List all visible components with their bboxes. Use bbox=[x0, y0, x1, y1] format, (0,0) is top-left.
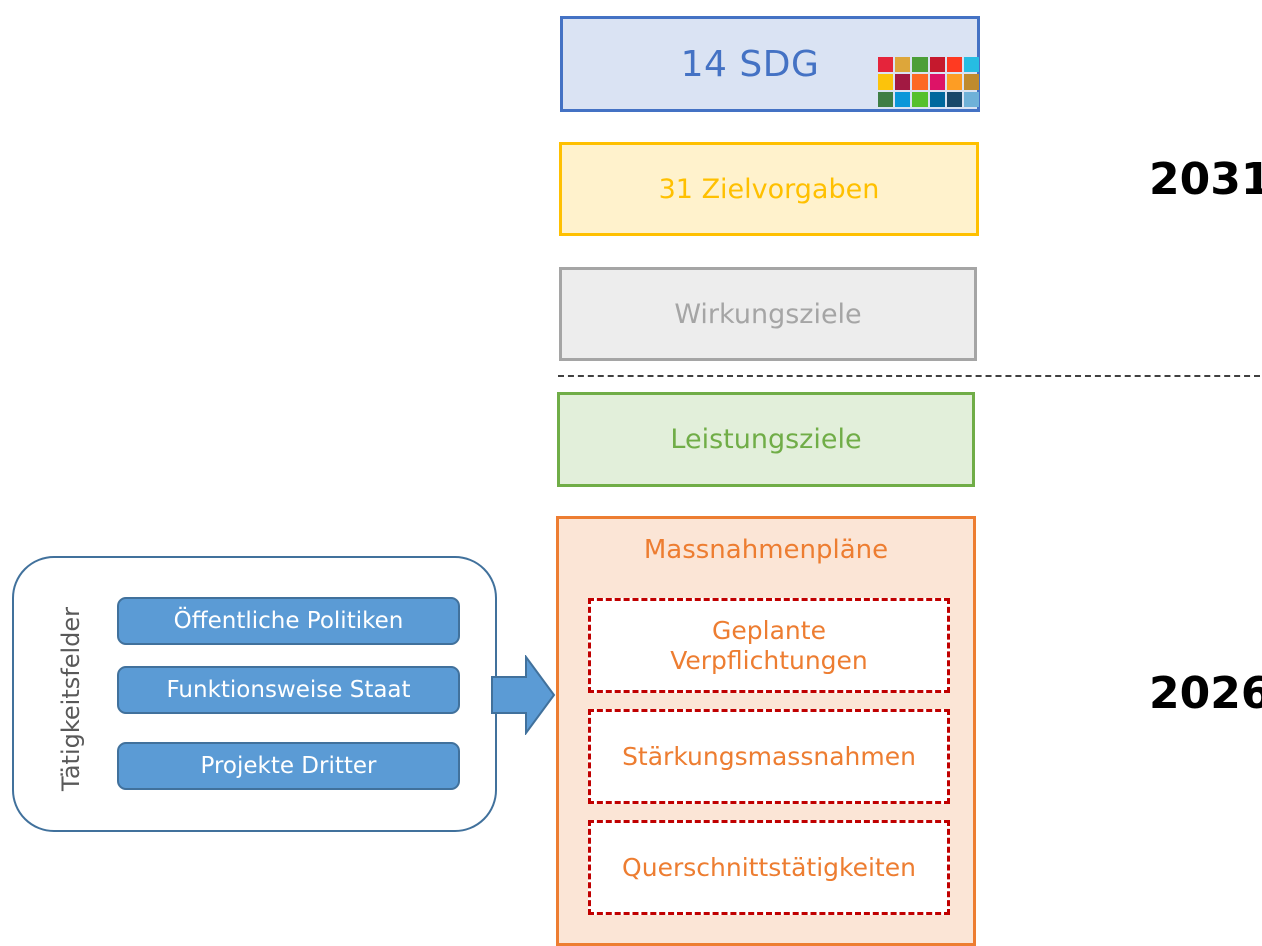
sdg-tile-icon bbox=[878, 91, 894, 107]
sdg-tile-icon bbox=[878, 74, 894, 90]
staerkungsmassnahmen-box: Stärkungsmassnahmen bbox=[588, 709, 950, 804]
sdg-tile-icon bbox=[946, 74, 962, 90]
sdg-tile-icon bbox=[946, 91, 962, 107]
projekte-dritter-button: Projekte Dritter bbox=[117, 742, 460, 790]
sdg-tile-icon bbox=[895, 91, 911, 107]
querschnittstaetigkeiten-box: Querschnittstätigkeiten bbox=[588, 820, 950, 915]
dashed-divider bbox=[558, 375, 1260, 377]
sdg-tile-icon bbox=[946, 57, 962, 73]
sdg-tile-icon bbox=[912, 57, 928, 73]
year-2026: 2026 bbox=[1149, 668, 1262, 719]
sdg-tile-icon bbox=[912, 74, 928, 90]
sdg-tile-icon bbox=[963, 91, 979, 107]
sdg-label: 14 SDG bbox=[680, 43, 820, 85]
sdg-tile-icon bbox=[929, 74, 945, 90]
leistungsziele-box: Leistungsziele bbox=[557, 392, 975, 487]
sdg-tile-icon bbox=[878, 57, 894, 73]
taetigkeitsfelder-label: Tätigkeitsfelder bbox=[57, 606, 85, 792]
sdg-tile-icon bbox=[929, 91, 945, 107]
wirkungsziele-box: Wirkungsziele bbox=[559, 267, 977, 361]
year-2031: 2031 bbox=[1149, 154, 1262, 205]
sdg-tile-icon bbox=[895, 74, 911, 90]
sdg-tile-icon bbox=[963, 57, 979, 73]
zielvorgaben-box: 31 Zielvorgaben bbox=[559, 142, 979, 236]
funktionsweise-staat-button: Funktionsweise Staat bbox=[117, 666, 460, 714]
massnahmenplaene-title: Massnahmenpläne bbox=[643, 535, 889, 565]
sdg-tile-icon bbox=[963, 74, 979, 90]
staerkungsmassnahmen-label: Stärkungsmassnahmen bbox=[622, 741, 916, 771]
sdg-icons-grid bbox=[878, 57, 979, 107]
right-arrow-icon bbox=[491, 655, 556, 735]
geplante-verpflichtungen-label: Geplante Verpflichtungen bbox=[670, 615, 868, 675]
sdg-tile-icon bbox=[929, 57, 945, 73]
geplante-verpflichtungen-box: Geplante Verpflichtungen bbox=[588, 598, 950, 693]
sdg-tile-icon bbox=[895, 57, 911, 73]
sdg-tile-icon bbox=[912, 91, 928, 107]
querschnittstaetigkeiten-label: Querschnittstätigkeiten bbox=[622, 852, 916, 882]
oeffentliche-politiken-button: Öffentliche Politiken bbox=[117, 597, 460, 645]
massnahmenplaene-box: Massnahmenpläne Geplante Verpflichtungen… bbox=[556, 516, 976, 946]
